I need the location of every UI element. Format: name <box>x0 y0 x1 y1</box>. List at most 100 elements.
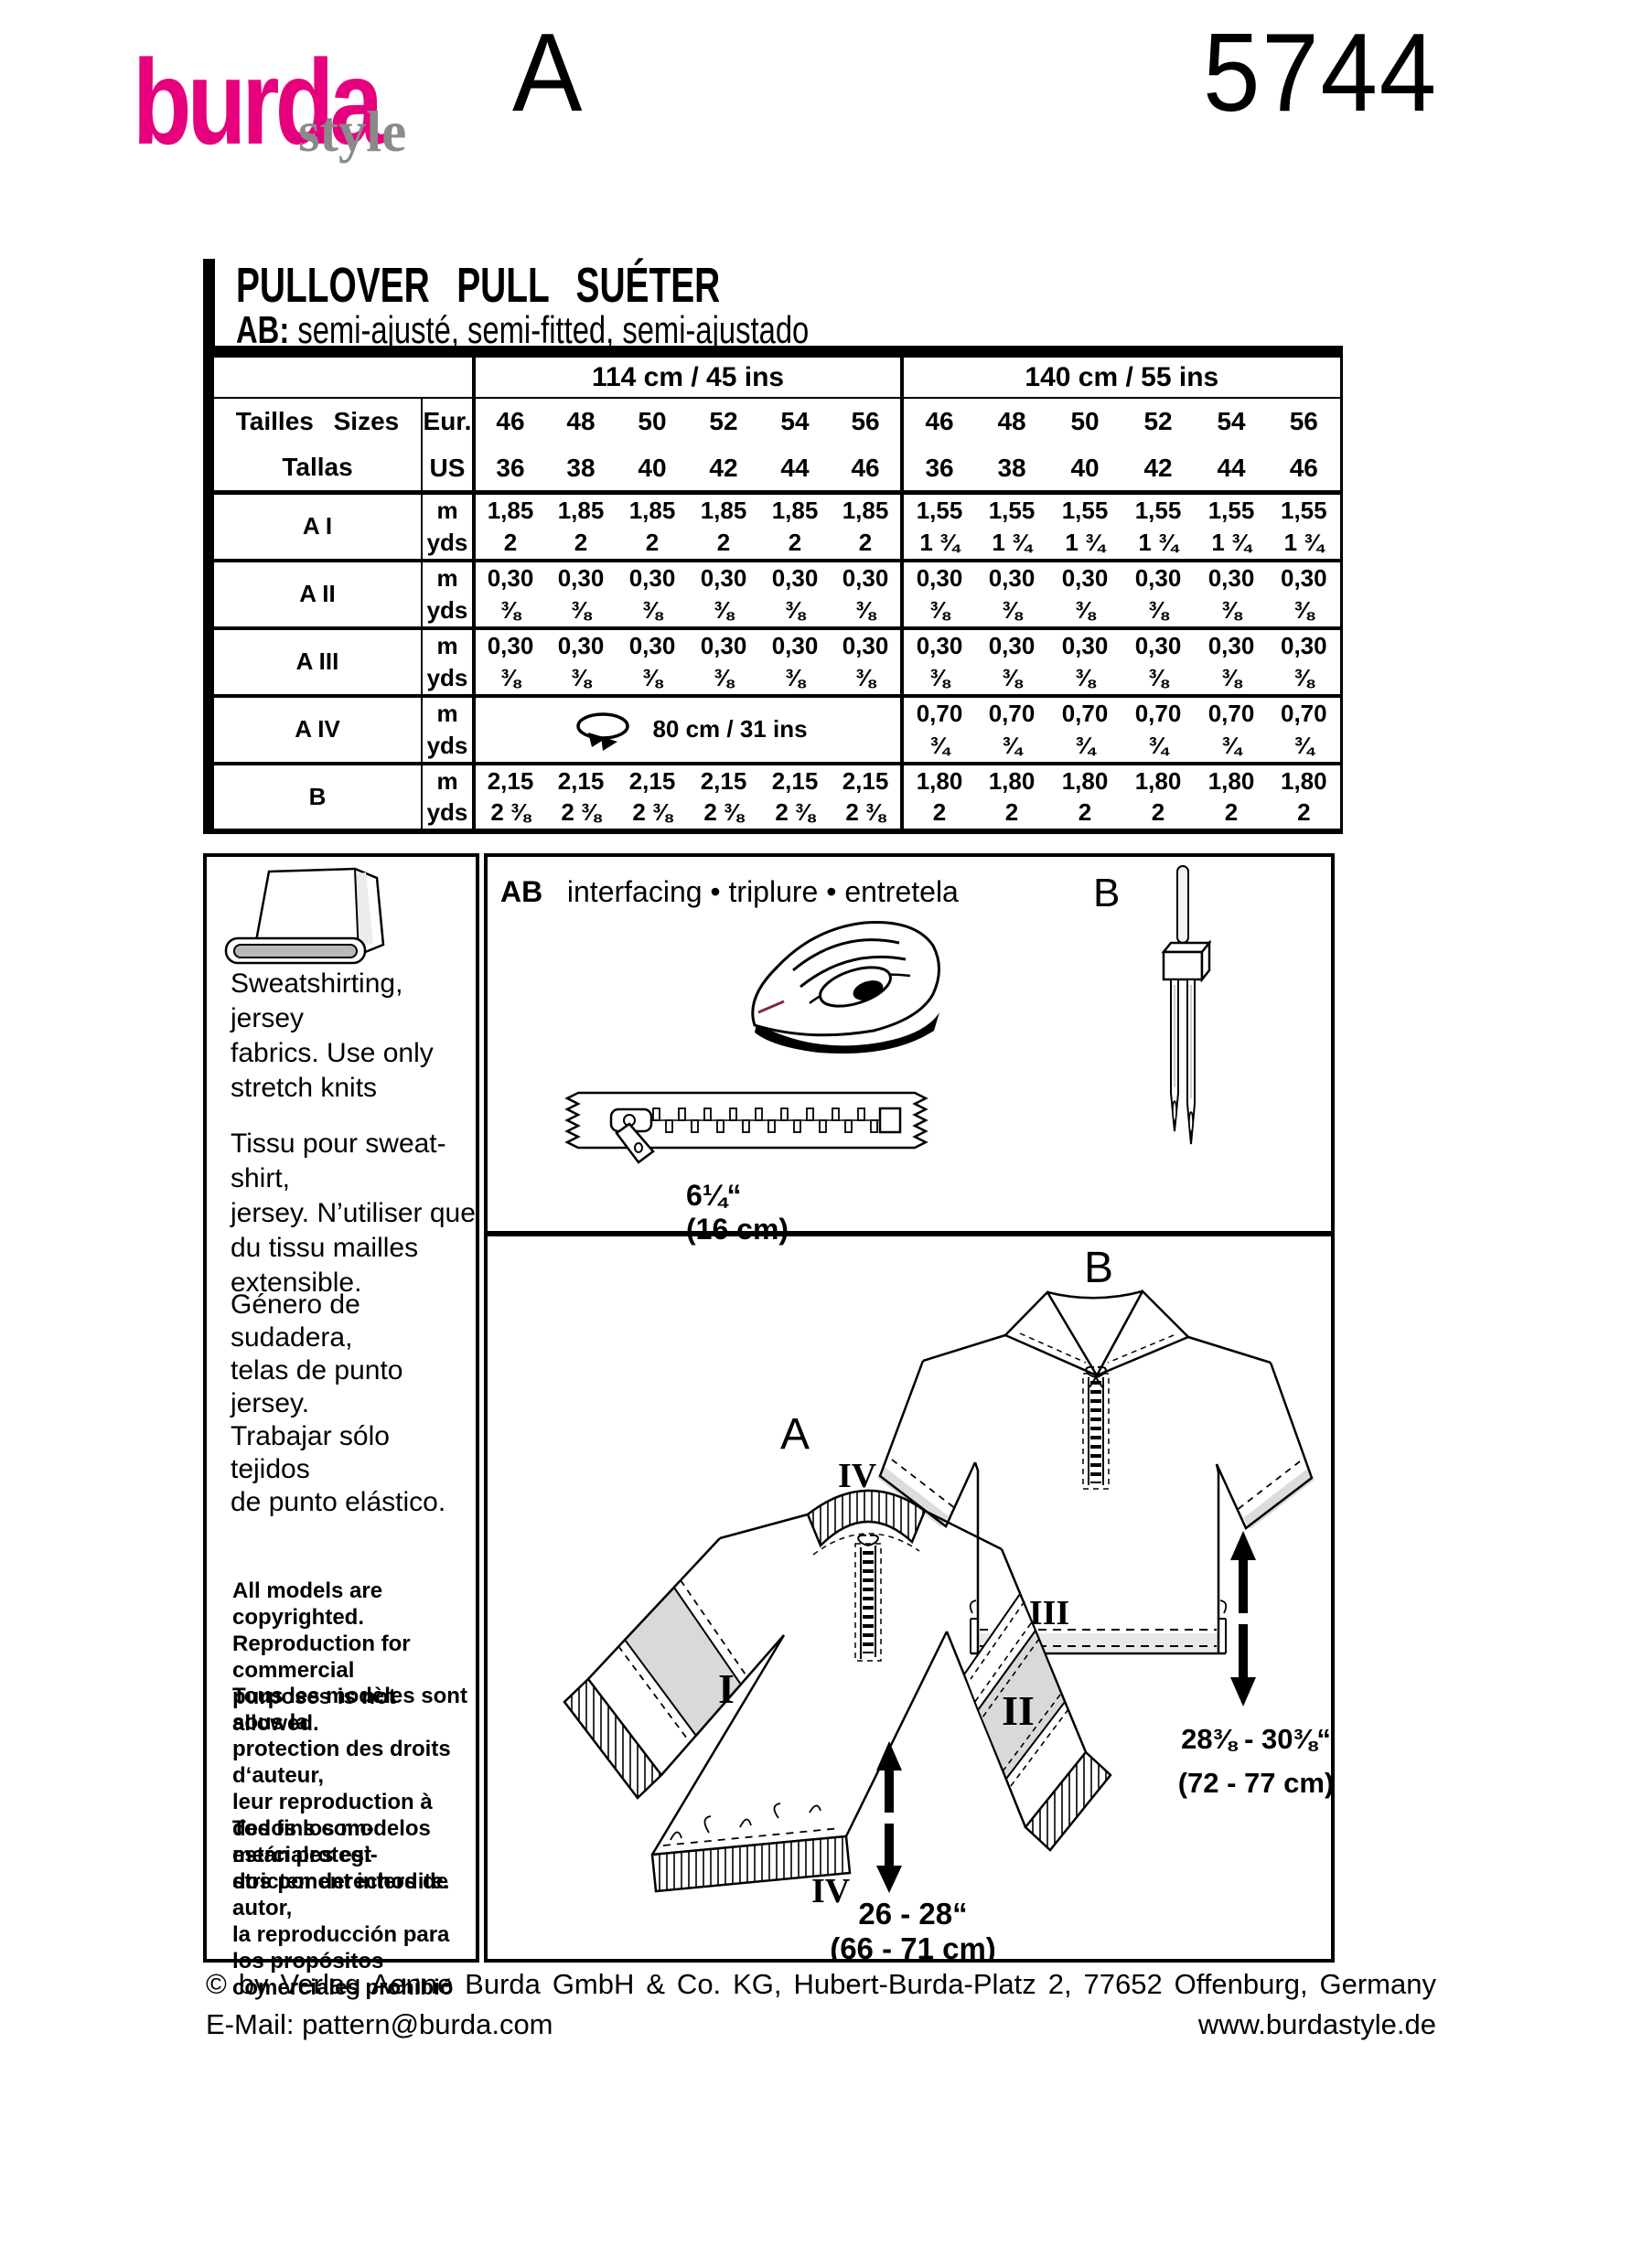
length-arrow-b <box>1230 1531 1256 1706</box>
table-cell: 2 ⅜ <box>775 798 815 827</box>
brand-logo-style: style <box>298 99 407 164</box>
table-cell: 1,80 <box>975 761 1049 797</box>
table-cell: 1 ¾ <box>1211 528 1251 556</box>
table-cell: 0,30 <box>759 626 831 662</box>
table-cell: ¾ <box>1293 731 1315 759</box>
table-cell: 50 <box>638 407 667 436</box>
table-cell: 40 <box>617 444 688 496</box>
table-cell: ⅜ <box>714 595 734 624</box>
table-row: 114 cm / 45 ins 140 cm / 55 ins <box>209 351 1342 399</box>
pattern-number: 5744 <box>1203 10 1439 134</box>
table-cell: 2,15 <box>617 761 688 797</box>
piece-iv-hem-label: IV <box>811 1872 851 1910</box>
notions-heading: AB interfacing • triplure • entretela <box>500 877 959 906</box>
piece-i-label: I <box>718 1665 735 1712</box>
table-cell: 46 <box>1268 444 1342 496</box>
table-cell: 0,70 <box>1195 693 1269 730</box>
unit-label-yds: yds <box>421 729 476 764</box>
table-cell: 42 <box>688 444 759 496</box>
table-cell: 56 <box>851 407 880 436</box>
view-letter: A <box>512 10 583 134</box>
length-arrow-a <box>876 1741 902 1893</box>
table-cell: 0,30 <box>688 626 759 662</box>
table-cell: ⅜ <box>1075 663 1095 691</box>
needle-view-label: B <box>1093 871 1121 915</box>
table-cell: ⅜ <box>1075 595 1095 624</box>
website-text: www.burdastyle.de <box>1197 2008 1436 2040</box>
table-cell: 0,30 <box>900 626 976 662</box>
table-cell: ⅜ <box>571 663 591 691</box>
table-cell: ¾ <box>1221 731 1241 759</box>
table-cell: 0,30 <box>617 558 688 594</box>
page-subtitle: AB: semi-ajusté, semi-fitted, semi-ajust… <box>236 311 971 349</box>
subtitle-view-letters: AB: <box>236 308 290 351</box>
table-cell: 1 ¾ <box>1283 528 1324 556</box>
table-cell: ⅜ <box>1148 595 1168 624</box>
table-cell: ⅜ <box>785 595 805 624</box>
table-cell: 2 <box>858 528 873 556</box>
table-cell: 0,30 <box>1048 558 1122 594</box>
fabric-text-en: Sweatshirting, jersey fabrics. Use only … <box>231 968 434 1103</box>
view-b-length-in: 28⅜ - 30⅜“ <box>1181 1723 1331 1755</box>
zipper-icon <box>564 1091 928 1164</box>
garment-a-drawing <box>563 1489 1112 1893</box>
table-cell: 46 <box>900 397 976 445</box>
table-cell: 0,30 <box>545 558 617 594</box>
table-cell: 1,85 <box>487 496 534 524</box>
table-cell: 2 <box>1078 798 1092 827</box>
table-cell: 2,15 <box>831 761 903 797</box>
twin-needle-icon <box>1161 865 1212 1145</box>
copyright-text-en: All models are copyrighted. Reproduction… <box>232 1578 411 1736</box>
sizes-label: Tailles Sizes Tallas <box>209 397 422 496</box>
view-b-label: B <box>1084 1244 1113 1292</box>
table-cell: 0,30 <box>617 626 688 662</box>
table-cell: 0,30 <box>688 558 759 594</box>
table-cell: 2,15 <box>474 761 545 797</box>
page-title: PULLOVER PULL SUÉTER <box>236 258 721 313</box>
unit-label-yds: yds <box>421 661 476 696</box>
fabric-text-es: Género de sudadera, telas de punto jerse… <box>231 1289 446 1517</box>
table-cell: 1,80 <box>1048 761 1122 797</box>
table-cell: 2 ⅜ <box>632 798 672 827</box>
table-cell: ¾ <box>900 729 976 764</box>
table-cell: 0,70 <box>900 693 976 730</box>
row-label-a4: A IV <box>209 693 422 764</box>
table-cell: 0,70 <box>975 693 1049 730</box>
table-cell: 2 ⅜ <box>845 798 885 827</box>
table-cell: ¾ <box>1002 731 1022 759</box>
table-cell: 2 <box>503 528 518 556</box>
table-cell: ⅜ <box>785 663 805 691</box>
unit-label-yds: yds <box>421 797 476 831</box>
piece-ii-label: II <box>1002 1687 1035 1734</box>
table-cell: 0,30 <box>1268 558 1342 594</box>
table-cell: ⅜ <box>855 595 875 624</box>
table-cell: ⅜ <box>1148 663 1168 691</box>
subtitle-text: semi-ajusté, semi-fitted, semi-ajustado <box>289 308 810 351</box>
table-cell: ⅜ <box>1221 663 1241 691</box>
table-cell: ¾ <box>1148 731 1168 759</box>
table-cell: 46 <box>496 407 525 436</box>
table-cell: 0,70 <box>1121 693 1196 730</box>
piece-iv-top-label: IV <box>838 1457 877 1495</box>
piece-iii-label: III <box>1029 1594 1069 1632</box>
table-cell: ⅜ <box>500 663 521 691</box>
table-cell: ⅜ <box>855 663 875 691</box>
table-cell: 2 <box>1004 798 1019 827</box>
table-cell: 42 <box>1121 444 1196 496</box>
table-cell: 0,70 <box>1048 693 1122 730</box>
table-cell: 0,30 <box>545 626 617 662</box>
table-cell: 2,15 <box>759 761 831 797</box>
table-cell: 1,85 <box>700 496 747 524</box>
table-cell: 1,55 <box>1281 496 1327 524</box>
unit-label-m: m <box>421 558 476 594</box>
table-cell: 1 ¾ <box>992 528 1032 556</box>
notions-ab-label: AB <box>500 875 543 908</box>
table-cell: 2,15 <box>545 761 617 797</box>
